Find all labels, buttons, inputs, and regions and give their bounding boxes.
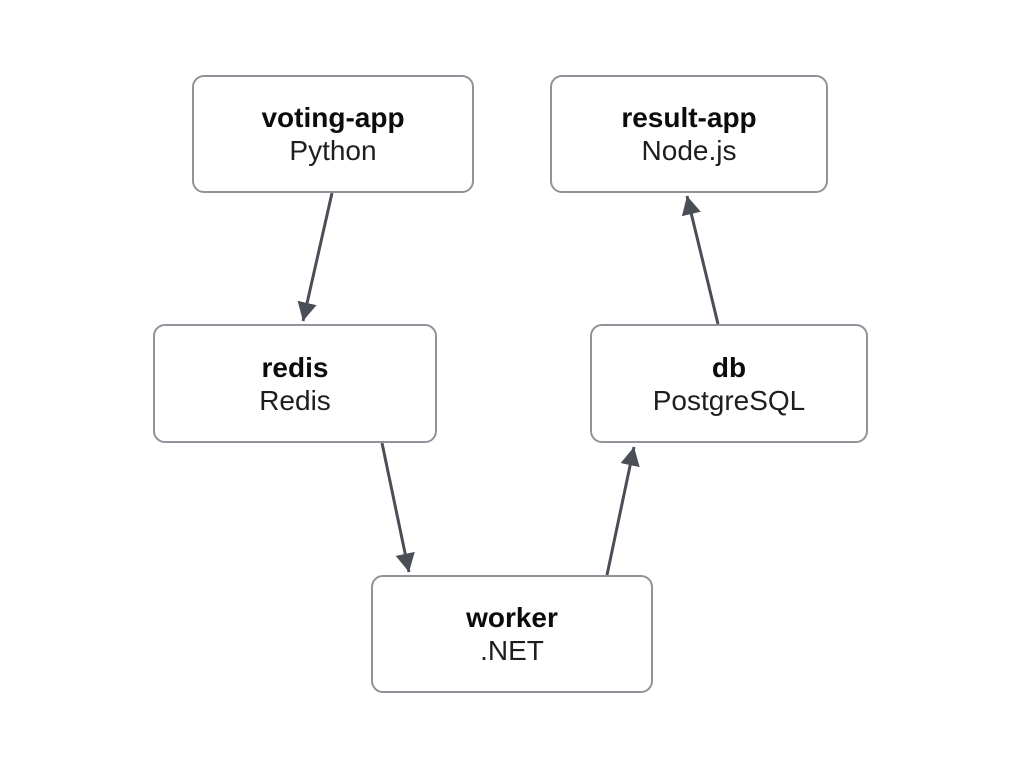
node-title: voting-app [261, 102, 405, 133]
node-subtitle: PostgreSQL [652, 384, 806, 416]
node-title: worker [466, 602, 558, 633]
edge-arrow-voting-app-to-redis [297, 192, 334, 322]
node-title: result-app [621, 102, 757, 133]
node-subtitle: Python [289, 135, 377, 166]
diagram-node-worker: worker.NET [371, 575, 653, 693]
node-title: db [711, 351, 747, 383]
node-subtitle: Node.js [641, 135, 737, 166]
edge-arrow-db-to-result-app [681, 195, 720, 325]
edge-arrow-redis-to-worker [380, 442, 415, 573]
node-subtitle: .NET [480, 635, 544, 666]
node-subtitle: Redis [259, 384, 331, 416]
edge-arrow-worker-to-db [605, 446, 640, 576]
node-title: redis [261, 351, 329, 383]
